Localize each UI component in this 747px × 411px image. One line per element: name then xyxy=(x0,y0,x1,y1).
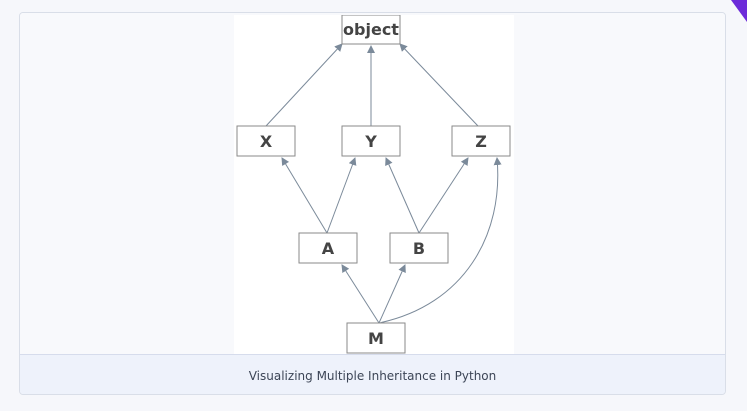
node-a: A xyxy=(298,232,358,264)
node-x-label: X xyxy=(260,132,273,151)
node-m: M xyxy=(346,322,406,354)
node-object: object xyxy=(341,14,401,45)
edge-a-x xyxy=(281,157,328,234)
corner-accent xyxy=(731,0,747,22)
node-y: Y xyxy=(341,125,401,157)
edge-m-z xyxy=(378,157,502,324)
figure-caption: Visualizing Multiple Inheritance in Pyth… xyxy=(248,368,497,383)
figure-image-area: object X Y Z A xyxy=(20,13,725,354)
edge-b-y xyxy=(385,157,420,234)
edge-z-object xyxy=(399,43,479,127)
diagram-svg: object X Y Z A xyxy=(236,14,511,354)
node-z: Z xyxy=(451,125,511,157)
node-b-label: B xyxy=(413,239,425,258)
node-object-label: object xyxy=(343,20,399,39)
node-b: B xyxy=(389,232,449,264)
edge-m-b xyxy=(378,264,406,324)
node-y-label: Y xyxy=(364,132,377,151)
node-m-label: M xyxy=(368,329,384,348)
edge-a-y xyxy=(326,157,357,234)
edge-x-object xyxy=(265,43,343,127)
node-z-label: Z xyxy=(475,132,487,151)
edge-b-z xyxy=(418,157,469,234)
node-x: X xyxy=(236,125,296,157)
inheritance-diagram: object X Y Z A xyxy=(234,14,514,354)
figure-caption-bar: Visualizing Multiple Inheritance in Pyth… xyxy=(20,354,725,394)
figure-card: object X Y Z A xyxy=(19,12,726,395)
node-a-label: A xyxy=(322,239,335,258)
edge-m-a xyxy=(341,264,380,324)
